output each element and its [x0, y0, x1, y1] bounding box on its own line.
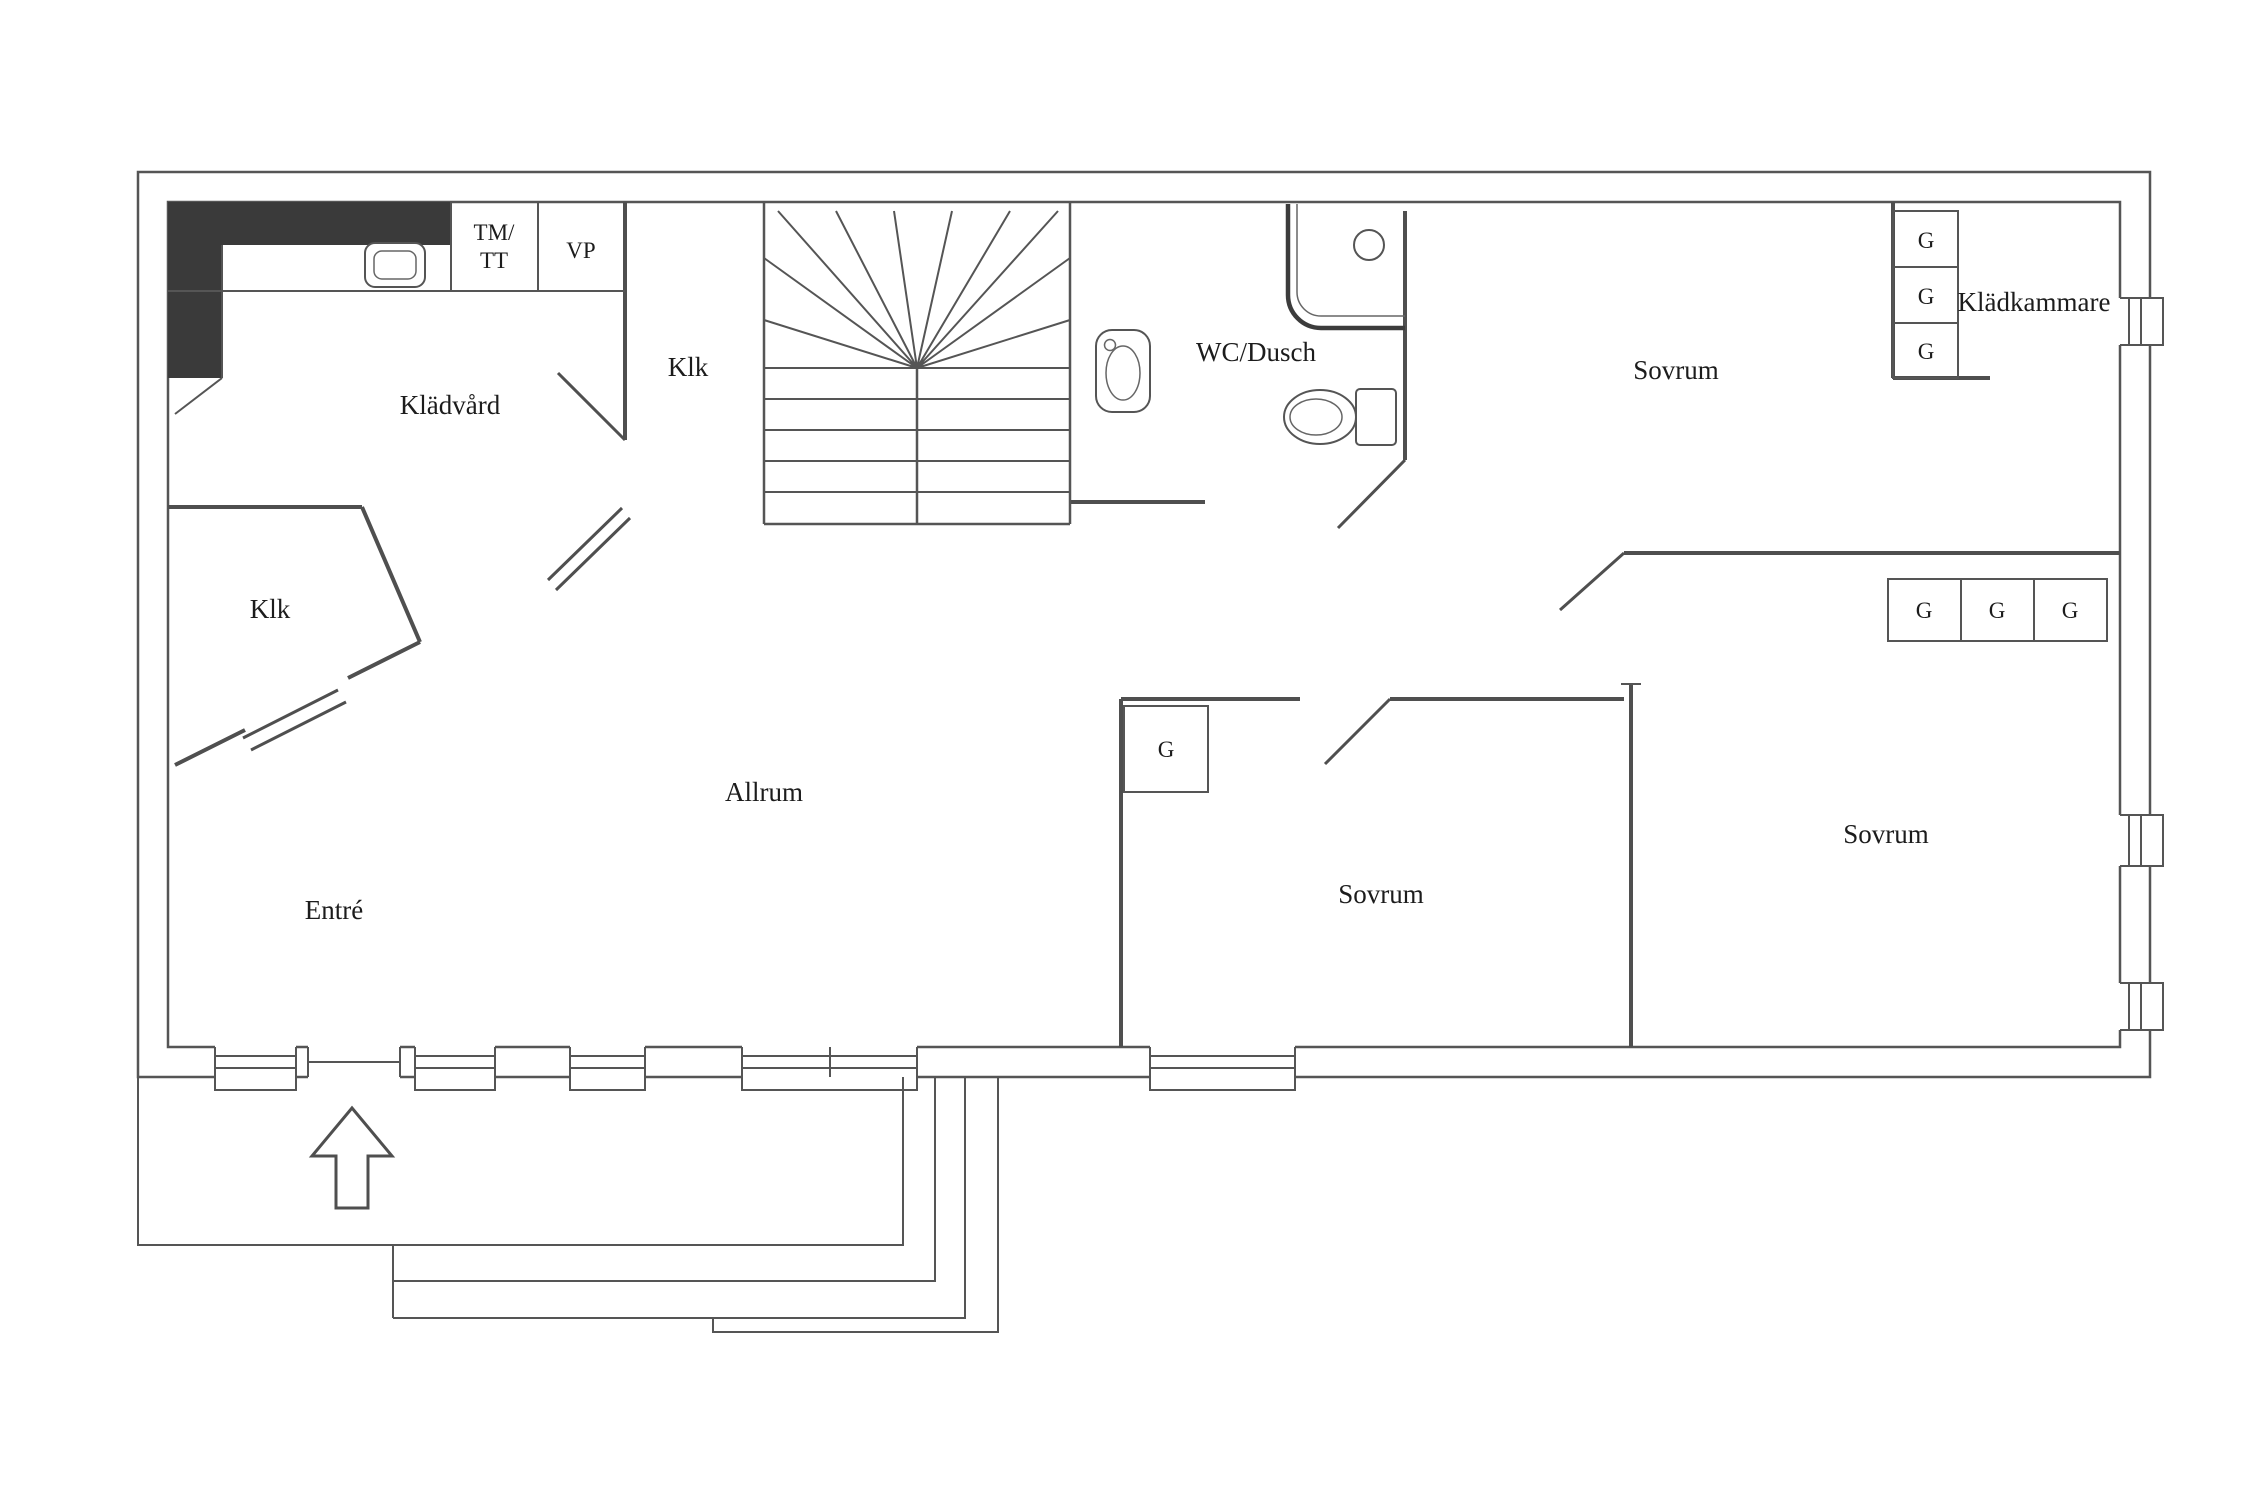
- stair-winder-fan: [763, 210, 1071, 369]
- toilet-bowl: [1283, 389, 1357, 445]
- label-sovrum-s: Sovrum: [1338, 879, 1424, 909]
- room-labels: TM/ TT VP Klk Klädvård WC/Dusch Sovrum K…: [250, 220, 2111, 925]
- shower-drain-icon: [1353, 229, 1385, 261]
- terrace-steps: [137, 1077, 999, 1333]
- label-vp: VP: [566, 238, 595, 263]
- label-wardrobe-g: G: [1918, 284, 1935, 309]
- shower-tray-line: [1296, 204, 1405, 317]
- wardrobe-box: [1892, 322, 1959, 379]
- washbasin-tap-icon: [1103, 338, 1117, 352]
- label-wardrobe-g: G: [1918, 339, 1935, 364]
- shower-screen: [1285, 204, 1405, 331]
- label-tm-tt-line1: TM/: [474, 220, 516, 245]
- label-sovrum-ne: Sovrum: [1633, 355, 1719, 385]
- exterior-wall-outline: [136, 170, 2152, 1079]
- opening-whiteouts: [215, 298, 2152, 1079]
- label-tm-tt-line2: TT: [480, 248, 508, 273]
- label-wardrobe-g: G: [1918, 228, 1935, 253]
- toilet-bowl-inner: [1289, 398, 1343, 436]
- label-wardrobe-g: G: [1916, 598, 1933, 623]
- label-wardrobe-g: G: [1989, 598, 2006, 623]
- laundry-sink-basin: [373, 250, 417, 280]
- wardrobe-box: [2033, 578, 2108, 642]
- exterior-walls: [136, 170, 2152, 1079]
- label-wardrobe-g: G: [2062, 598, 2079, 623]
- label-entre: Entré: [305, 895, 363, 925]
- laundry-counter: [168, 202, 625, 415]
- interior-walls: [168, 202, 2120, 1047]
- label-allrum: Allrum: [725, 777, 803, 807]
- label-klk-upper: Klk: [668, 352, 709, 382]
- label-klk-lower: Klk: [250, 594, 291, 624]
- counter-edges: [168, 202, 452, 415]
- terrace-outline: [137, 1077, 999, 1333]
- door-leaves: [242, 371, 1625, 766]
- label-sovrum-se: Sovrum: [1843, 819, 1929, 849]
- label-kladkammare: Klädkammare: [1958, 287, 2111, 317]
- toilet-tank: [1355, 388, 1397, 446]
- wardrobe-box: [1123, 705, 1209, 793]
- laundry-sink: [364, 242, 426, 288]
- stair-enclosure: [762, 202, 1072, 526]
- window-symbols-right: [2120, 297, 2164, 1031]
- entrance-door-opening: [307, 1047, 401, 1077]
- window-symbols-bottom: [214, 1047, 1296, 1091]
- door-leaf-lines: [242, 371, 1625, 766]
- interior-wall-lines: [168, 202, 2120, 1047]
- label-wardrobe-g: G: [1158, 737, 1175, 762]
- wall-openings: [214, 297, 2164, 1091]
- bathroom-fixtures: [1095, 204, 1405, 446]
- label-kladvard: Klädvård: [400, 390, 501, 420]
- washbasin-bowl: [1105, 345, 1141, 401]
- appliance-closet-dividers: [451, 202, 625, 292]
- wardrobe-boxes: [1123, 210, 2108, 793]
- label-wc-dusch: WC/Dusch: [1196, 337, 1316, 367]
- staircase: [762, 202, 1072, 526]
- entrance-arrow-icon: [308, 1105, 396, 1210]
